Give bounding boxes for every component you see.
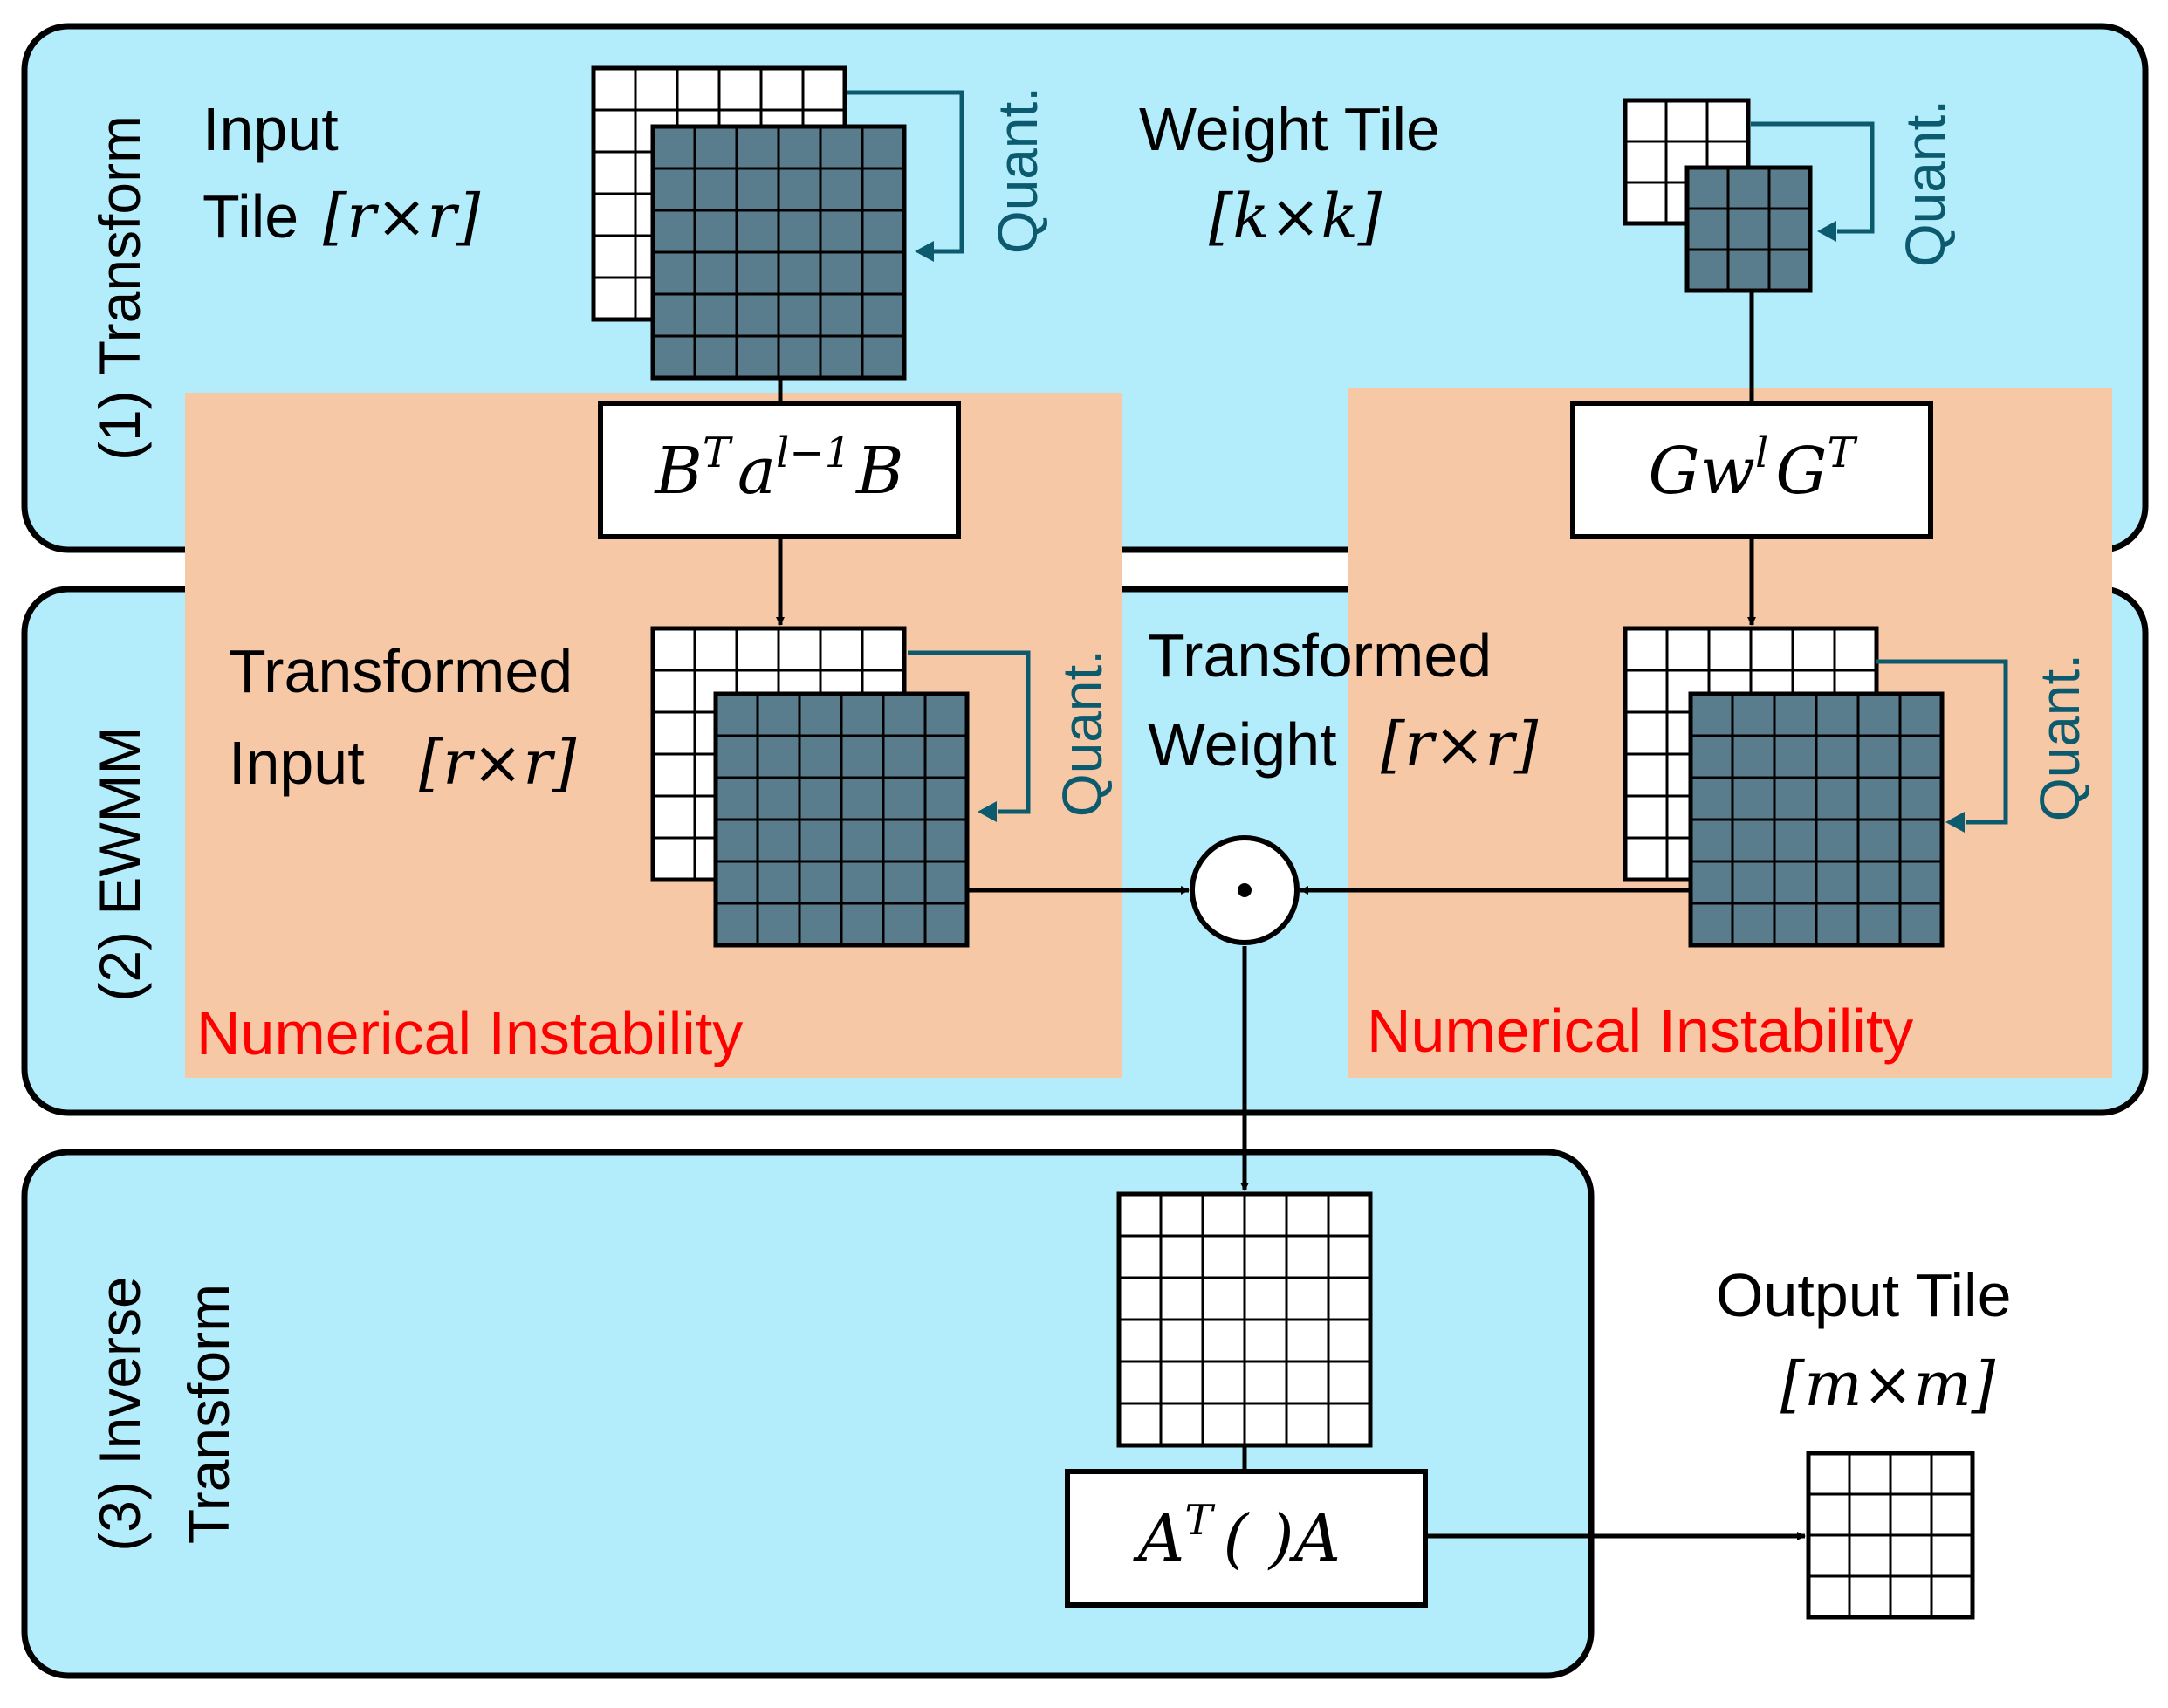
stage-label-inverse-line1: (3) Inverse <box>87 1276 152 1551</box>
stage-label-ewmm: (2) EWMM <box>87 726 152 1001</box>
inverse-transform-box <box>1065 1469 1428 1608</box>
quant-loop-input <box>847 90 964 262</box>
output-tile-label-line1: Output Tile <box>1716 1261 2012 1329</box>
quant-loop-transformed-input <box>908 650 1031 822</box>
weight-tile-grid-quantized <box>1684 165 1813 293</box>
transformed-weight-label-line1: Transformed <box>1148 621 1492 689</box>
inverse-transform-formula: AT( )A <box>1133 1496 1341 1576</box>
transformed-weight-label-line2: Weight <box>1148 710 1337 779</box>
elementwise-product-grid <box>1116 1191 1373 1448</box>
transformed-input-grid-quantized <box>713 691 970 948</box>
input-tile-dim: [r×r] <box>323 181 481 252</box>
input-tile-label-line1: Input <box>202 95 339 163</box>
input-tile-label-line2: Tile <box>202 182 298 250</box>
output-tile-dim: [m×m] <box>1780 1348 1996 1420</box>
quant-loop-transformed-weight <box>1876 659 2008 833</box>
transformed-weight-grid-quantized <box>1688 691 1945 948</box>
input-tile-grid-quantized <box>650 124 907 381</box>
elementwise-product-dot <box>1238 883 1252 897</box>
numerical-instability-label-right: Numerical Instability <box>1367 997 1913 1065</box>
quant-loop-weight <box>1751 121 1875 242</box>
stage-label-inverse-line2: Transform <box>176 1284 241 1544</box>
quant-label-transformed-input: Quant. <box>1051 649 1114 817</box>
transformed-input-dim: [r×r] <box>419 727 577 799</box>
numerical-instability-label-left: Numerical Instability <box>196 999 743 1067</box>
weight-tile-label-line1: Weight Tile <box>1139 95 1440 163</box>
transformed-weight-dim: [r×r] <box>1381 709 1539 780</box>
weight-tile-dim: [k×k] <box>1209 181 1382 252</box>
output-tile-grid <box>1806 1451 1975 1620</box>
quant-label-input: Quant. <box>986 86 1049 254</box>
stage-label-transform: (1) Transform <box>87 115 152 461</box>
transformed-input-label-line1: Transformed <box>229 637 573 705</box>
quant-label-transformed-weight: Quant. <box>2028 654 2091 821</box>
input-transform-box <box>598 401 961 539</box>
weight-transform-box <box>1570 401 1933 539</box>
quant-label-weight: Quant. <box>1894 99 1957 267</box>
transformed-input-label-line2: Input <box>229 729 365 797</box>
